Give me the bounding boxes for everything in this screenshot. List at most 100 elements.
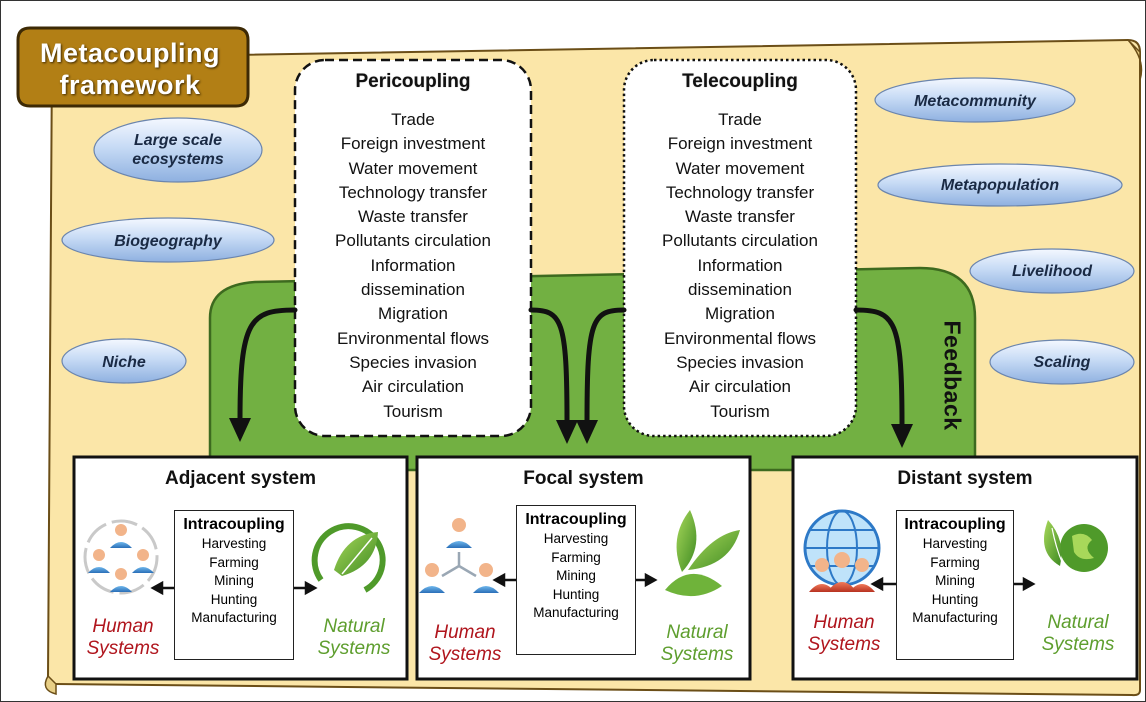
flow-item: Environmental flows	[336, 328, 490, 348]
flow-item: Tourism	[383, 401, 443, 421]
intracoupling-item: Mining	[214, 573, 254, 588]
framework-title-line1: Metacoupling	[40, 38, 220, 68]
flow-item: Waste transfer	[358, 207, 468, 227]
intracoupling-title: Intracoupling	[183, 516, 285, 533]
concept-line: Scaling	[1033, 353, 1091, 371]
pericoupling-title: Pericoupling	[355, 71, 471, 92]
flow-item: Tourism	[710, 401, 770, 421]
flow-item: Waste transfer	[685, 207, 795, 227]
concept-line: Metacommunity	[914, 92, 1036, 110]
label-line: Natural	[1047, 612, 1109, 633]
adjacent-intracoupling-box: Intracoupling Harvesting Farming Mining …	[174, 510, 294, 660]
flow-item: Environmental flows	[663, 328, 817, 348]
flow-item: Foreign investment	[340, 134, 486, 154]
framework-badge	[16, 26, 250, 108]
leaf-swirl-icon	[311, 523, 386, 593]
intracoupling-item: Farming	[551, 549, 601, 565]
label-line: Natural	[323, 616, 385, 637]
label-line: Systems	[317, 638, 391, 659]
label-line: Human	[92, 616, 154, 637]
intracoupling-title: Intracoupling	[904, 516, 1006, 533]
flow-item: Migration	[378, 304, 448, 324]
distant-system-title: Distant system	[897, 468, 1033, 489]
concept-line: ecosystems	[132, 151, 224, 168]
people-circle-icon	[83, 519, 159, 595]
intracoupling-item: Farming	[930, 554, 980, 570]
flow-item: Trade	[718, 110, 762, 129]
flow-item: Technology transfer	[665, 182, 815, 202]
intracoupling-item: Hunting	[210, 591, 258, 607]
concept-metapopulation: Metapopulation	[878, 172, 1122, 198]
flow-item: Pollutants circulation	[662, 231, 818, 251]
label-line: Human	[813, 612, 875, 633]
feedback-label: Feedback	[930, 300, 974, 450]
focal-human-systems-label: Human Systems	[420, 622, 510, 666]
label-line: Systems	[428, 644, 502, 665]
flow-item: Information	[697, 255, 783, 275]
label-line: Systems	[660, 644, 734, 665]
focal-intracoupling-box: Intracoupling Harvesting Farming Mining …	[516, 505, 636, 655]
flow-item: Air circulation	[361, 377, 465, 397]
distant-human-systems-label: Human Systems	[797, 612, 891, 656]
flow-arrows	[237, 307, 905, 427]
focal-system-title: Focal system	[523, 468, 644, 489]
intracoupling-item: Manufacturing	[912, 610, 998, 625]
intracoupling-item: Harvesting	[201, 536, 267, 551]
people-network-icon	[441, 552, 477, 578]
concept-line: Biogeography	[114, 232, 222, 250]
concept-niche: Niche	[62, 349, 186, 375]
flow-item: Foreign investment	[667, 134, 813, 154]
flow-item: Species invasion	[349, 352, 477, 372]
label-line: Systems	[86, 638, 160, 659]
arrow-heads	[229, 418, 913, 448]
flow-item: Water movement	[348, 158, 478, 178]
pericoupling-box	[293, 58, 533, 438]
label-line: Systems	[807, 634, 881, 655]
intracoupling-item: Hunting	[552, 586, 600, 602]
concept-ovals	[61, 77, 1135, 385]
concept-line: Large scale	[133, 132, 223, 149]
flow-item: Species invasion	[676, 352, 804, 372]
label-line: Human	[434, 622, 496, 643]
distant-natural-systems-label: Natural Systems	[1026, 612, 1130, 656]
intracoupling-item: Harvesting	[922, 536, 988, 551]
bidirectional-arrows	[150, 572, 1036, 596]
pericoupling-panel: Pericoupling Trade Foreign investment Wa…	[298, 70, 528, 424]
concept-line: Metapopulation	[940, 176, 1060, 194]
flow-item: dissemination	[361, 280, 465, 300]
label-line: Systems	[1041, 634, 1115, 655]
intracoupling-item: Mining	[935, 573, 975, 588]
intracoupling-title: Intracoupling	[525, 511, 627, 528]
sprout-leaves-icon	[665, 510, 740, 597]
adjacent-natural-systems-label: Natural Systems	[302, 616, 406, 660]
flow-item: Pollutants circulation	[335, 231, 491, 251]
concept-metacommunity: Metacommunity	[875, 88, 1075, 114]
telecoupling-panel: Telecoupling Trade Foreign investment Wa…	[626, 70, 854, 424]
flow-item: Technology transfer	[338, 182, 488, 202]
intracoupling-item: Mining	[556, 568, 596, 583]
concept-line: Livelihood	[1012, 262, 1092, 280]
flow-item: Water movement	[675, 158, 805, 178]
intracoupling-item: Manufacturing	[191, 610, 277, 625]
globe-people-icon	[803, 509, 881, 592]
feedback-text: Feedback	[939, 319, 966, 431]
flow-item: Information	[370, 255, 456, 275]
adjacent-human-systems-label: Human Systems	[78, 616, 168, 660]
intracoupling-item: Harvesting	[543, 531, 609, 546]
concept-line: Niche	[102, 353, 146, 371]
flow-item: Trade	[391, 110, 435, 129]
label-line: Natural	[666, 622, 728, 643]
leaf-globe-icon	[1044, 520, 1108, 572]
telecoupling-box	[622, 58, 858, 438]
concept-scaling: Scaling	[990, 349, 1134, 375]
concept-biogeography: Biogeography	[62, 228, 274, 254]
telecoupling-title: Telecoupling	[682, 71, 798, 92]
focal-natural-systems-label: Natural Systems	[645, 622, 749, 666]
intracoupling-item: Farming	[209, 554, 259, 570]
flow-item: Air circulation	[688, 377, 792, 397]
concept-livelihood: Livelihood	[970, 258, 1134, 284]
distant-intracoupling-box: Intracoupling Harvesting Farming Mining …	[896, 510, 1014, 660]
intracoupling-item: Manufacturing	[533, 605, 619, 620]
